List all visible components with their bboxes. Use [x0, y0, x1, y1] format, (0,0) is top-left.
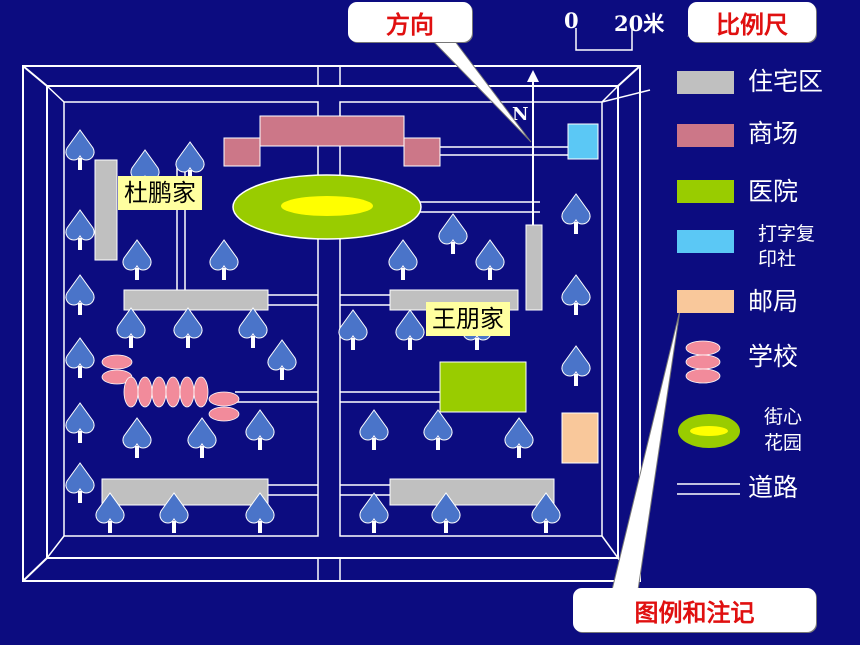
label-wang-home: 王朋家	[426, 302, 510, 336]
legend-label-mall: 商场	[748, 119, 799, 148]
callout-legend-notes-text: 图例和注记	[634, 598, 755, 627]
map-school	[101, 354, 240, 422]
map-print-shop	[567, 123, 599, 160]
label-du-home: 杜鹏家	[118, 176, 202, 210]
scale-twenty: 20米	[614, 11, 665, 36]
legend-swatch-residential	[677, 71, 734, 94]
north-label: N	[512, 104, 528, 125]
legend-label-residential: 住宅区	[748, 67, 824, 96]
scale-zero: 0	[564, 8, 579, 33]
legend-swatches	[677, 71, 740, 495]
legend-label-print-shop-2: 印社	[758, 248, 797, 270]
legend-label-school: 学校	[748, 342, 799, 371]
map-hospital	[439, 361, 527, 413]
legend-swatch-school	[685, 340, 721, 384]
map-post-office	[561, 412, 599, 464]
legend-swatch-hospital	[677, 180, 734, 203]
legend-swatch-road	[677, 483, 740, 495]
callout-direction-text: 方向	[386, 10, 434, 39]
legend-label-hospital: 医院	[748, 177, 799, 206]
legend-label-garden-1: 街心	[764, 406, 803, 428]
callout-direction: 方向	[348, 2, 472, 42]
map-frame	[22, 65, 641, 582]
legend-swatch-garden	[678, 414, 740, 448]
map-street-garden	[232, 174, 422, 240]
road-network	[46, 66, 651, 581]
north-arrow	[527, 70, 539, 225]
legend-swatch-mall	[677, 124, 734, 147]
legend-label-post-office: 邮局	[748, 287, 799, 316]
legend-label-garden-2: 花园	[764, 432, 803, 454]
callout-scale: 比例尺	[688, 2, 816, 42]
map-mall	[223, 115, 441, 167]
callout-scale-text: 比例尺	[716, 10, 788, 39]
legend-label-print-shop-1: 打字复	[758, 223, 816, 245]
legend-swatch-print-shop	[677, 230, 734, 253]
scale-bar	[575, 28, 633, 51]
callout-legend-notes: 图例和注记	[573, 588, 816, 632]
legend-label-road: 道路	[748, 473, 799, 502]
legend-swatch-post-office	[677, 290, 734, 313]
map-residential-blocks	[94, 159, 555, 506]
